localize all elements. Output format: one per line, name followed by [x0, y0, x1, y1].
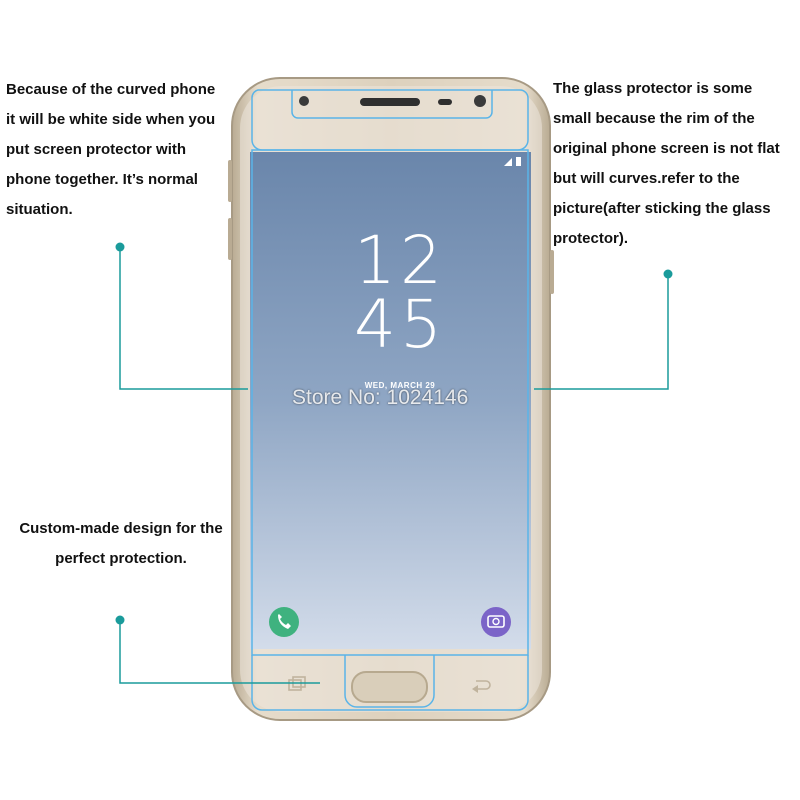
store-watermark: Store No: 1024146 — [292, 386, 469, 409]
phone-call-icon — [269, 607, 299, 637]
annotation-right-text: The glass protector is some small becaus… — [553, 80, 780, 247]
annotation-left-text: Because of the curved phone it will be w… — [6, 81, 216, 218]
lockscreen-date: WED, MARCH 29 — [364, 381, 436, 390]
callout-right — [534, 269, 673, 390]
lockscreen-clock-hour: 12 — [354, 222, 446, 299]
camera-icon — [481, 607, 511, 637]
callout-bottom — [115, 615, 320, 684]
recent-apps-icon — [288, 676, 306, 691]
phone-screen — [250, 152, 531, 649]
lockscreen-clock-minute: 45 — [354, 286, 446, 363]
home-button — [351, 671, 428, 703]
signal-icon — [504, 158, 512, 166]
front-sensors — [299, 95, 486, 107]
callout-left — [115, 242, 248, 390]
battery-icon — [516, 157, 521, 166]
back-icon — [472, 680, 491, 693]
annotation-bottom-text: Custom-made design for the perfect prote… — [19, 520, 223, 567]
glass-protector-outline — [251, 89, 529, 711]
